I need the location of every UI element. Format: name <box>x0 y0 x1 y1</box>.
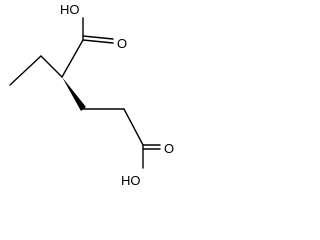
bond-chain-2 <box>123 108 144 146</box>
label-top-hydroxyl: HO <box>60 2 80 17</box>
bond-chiral-to-ch2 <box>40 55 63 78</box>
bond-chiral-to-carboxyl <box>61 39 84 78</box>
structure-diagram: HO O O HO <box>9 2 174 188</box>
label-bottom-carbonyl-oxygen: O <box>164 141 174 156</box>
label-top-carbonyl-oxygen: O <box>117 36 127 51</box>
bond-carboxyl-c-o-double-2 <box>82 35 114 40</box>
bond-carboxyl-c-o-double-1 <box>82 39 114 44</box>
bond-ch2-to-ch3 <box>9 55 42 86</box>
label-bottom-hydroxyl: HO <box>121 173 141 188</box>
wedge-bond <box>62 77 86 111</box>
